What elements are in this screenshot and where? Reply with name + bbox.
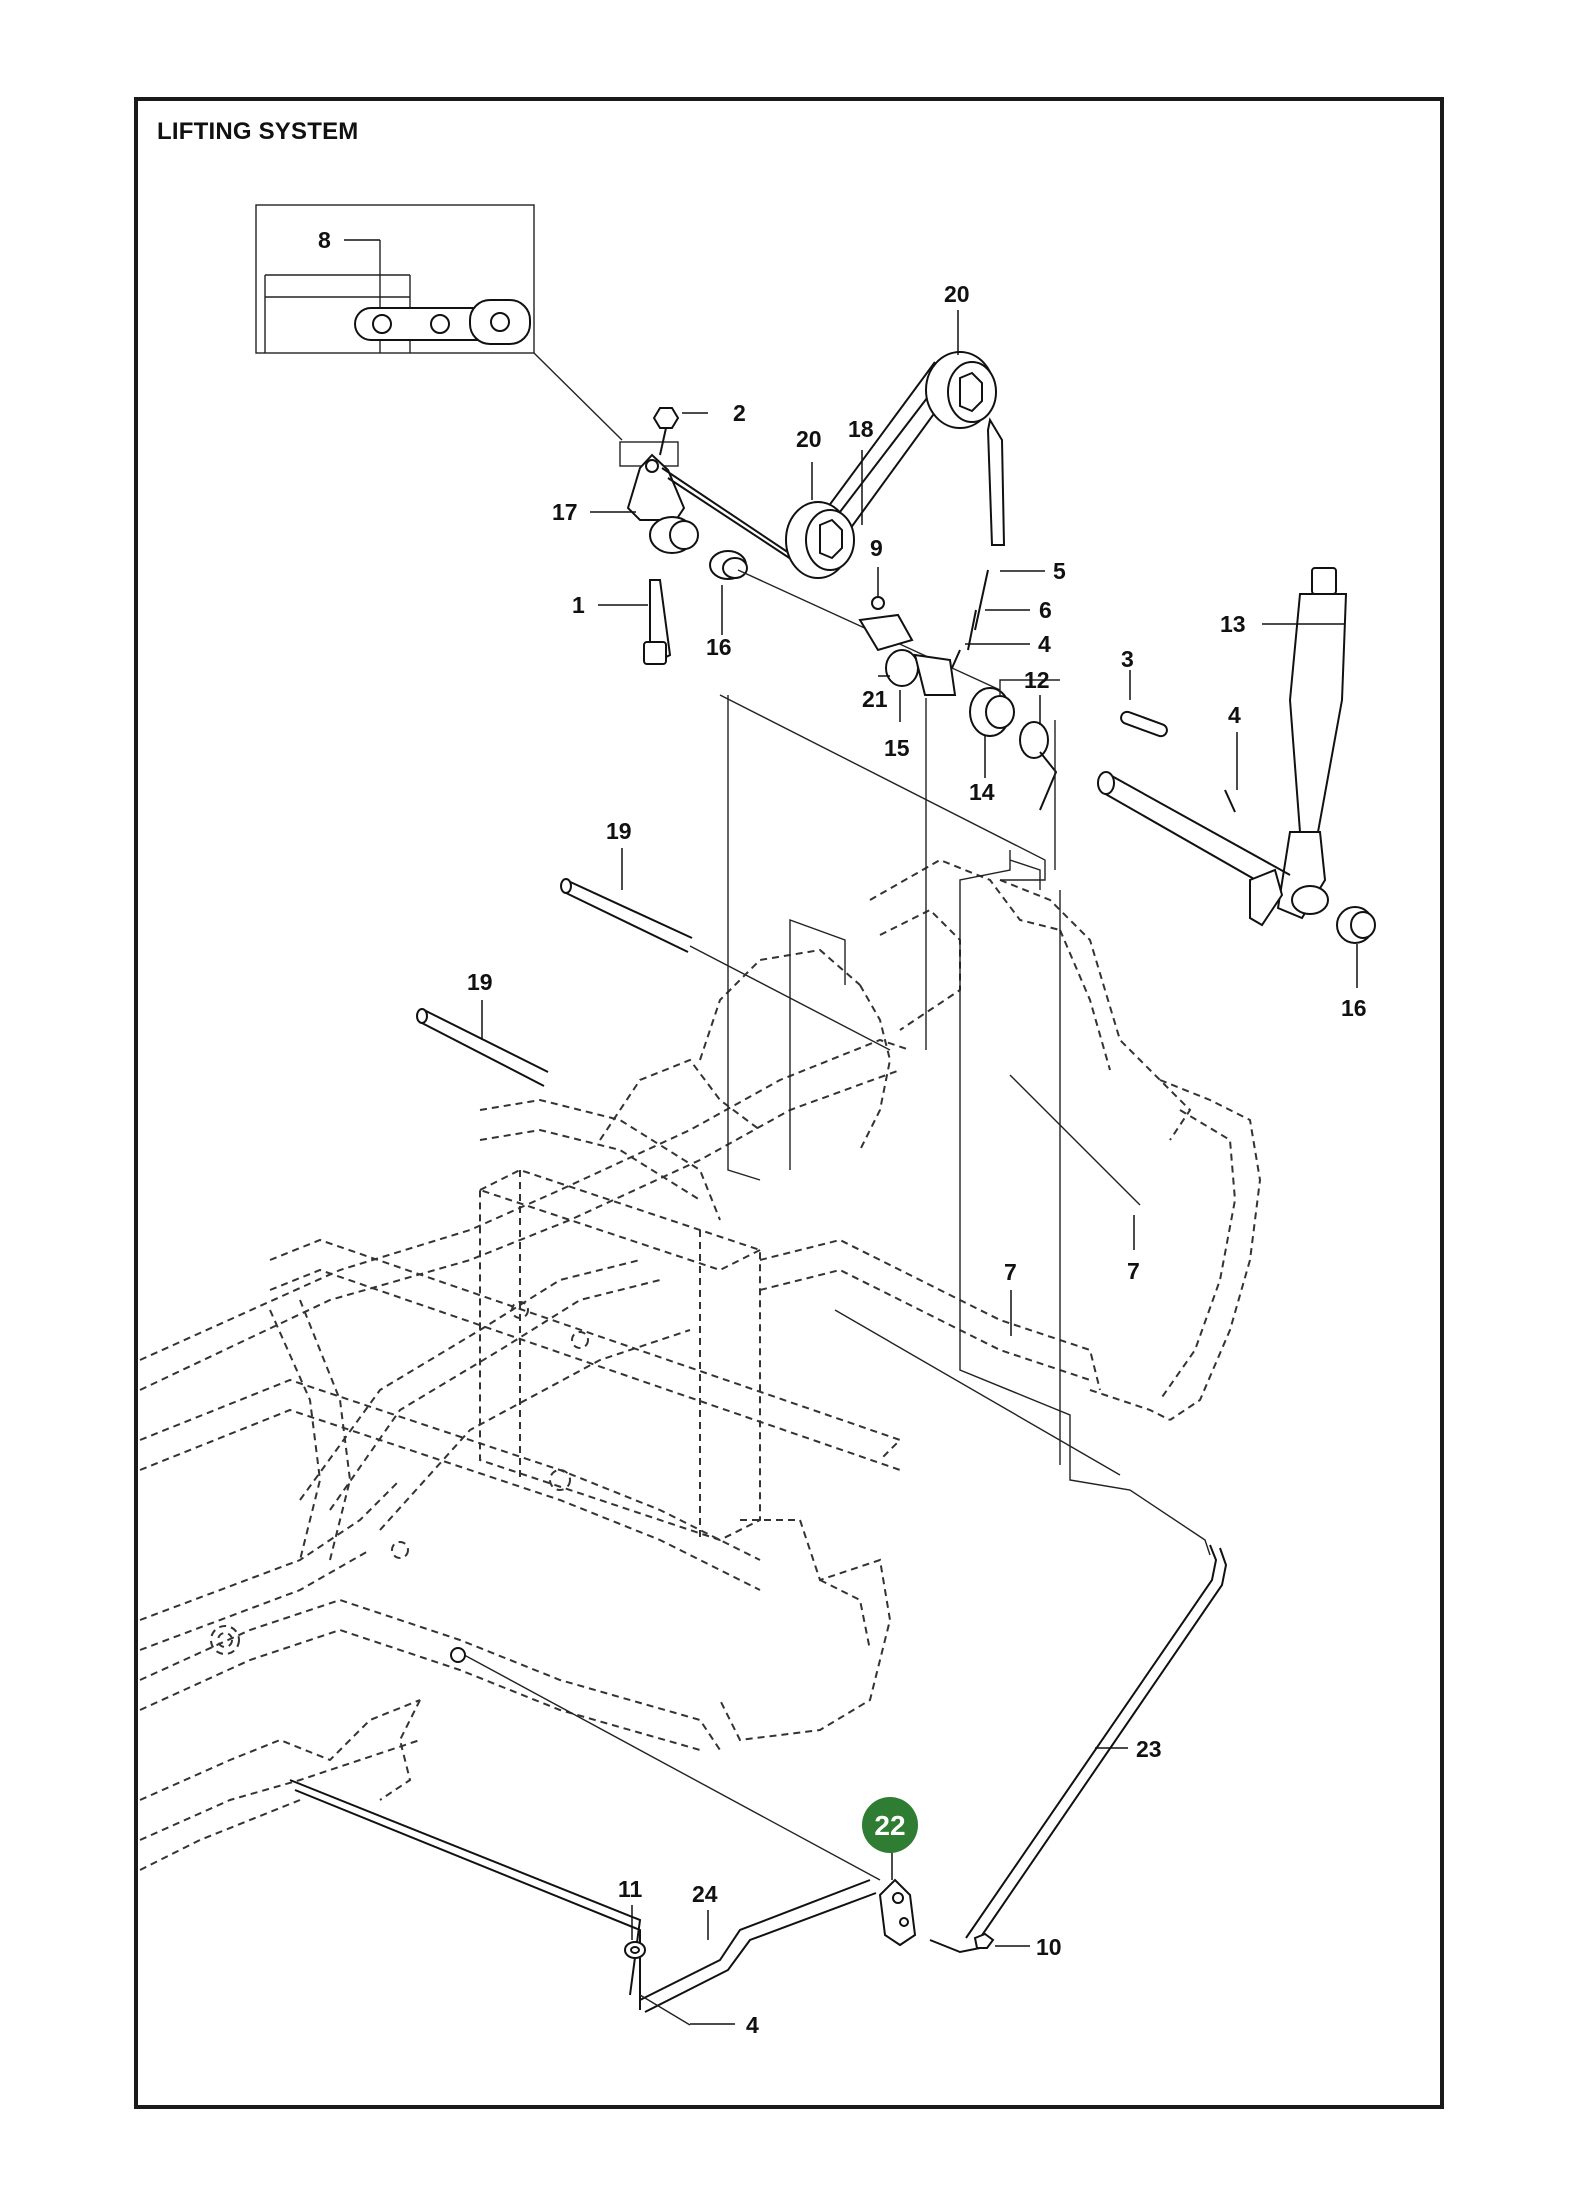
- callout-6: 6: [1039, 597, 1052, 623]
- page-frame: [134, 97, 1444, 2109]
- washer-icon: [624, 1941, 646, 1959]
- highlight-badge: [862, 1797, 918, 1853]
- callout-9: 9: [870, 535, 883, 561]
- callout-10: 10: [1036, 1934, 1062, 1960]
- callout-19-upper: 19: [606, 818, 632, 844]
- callout-18: 18: [848, 416, 874, 442]
- callout-19-lower: 19: [467, 969, 493, 995]
- callout-14: 14: [969, 779, 995, 805]
- diagram-title: LIFTING SYSTEM: [157, 118, 359, 145]
- callout-23: 23: [1136, 1736, 1162, 1762]
- callout-16-top: 16: [706, 634, 732, 660]
- callout-7-right: 7: [1127, 1258, 1140, 1284]
- callout-1: 1: [572, 592, 585, 618]
- chain-link-icon: [354, 299, 531, 345]
- callout-11: 11: [618, 1876, 643, 1902]
- callout-4-upper: 4: [1038, 631, 1051, 657]
- callout-7-left: 7: [1004, 1259, 1017, 1285]
- pulley-assembly: [619, 351, 1058, 811]
- assembly-lines: [719, 679, 1211, 1556]
- leader-lines: [344, 239, 1358, 2025]
- callout-20-top: 20: [944, 281, 970, 307]
- callout-13: 13: [1220, 611, 1246, 637]
- highlight-callout-22: 22: [862, 1797, 918, 1853]
- callout-24: 24: [692, 1881, 718, 1907]
- clip-icon: [973, 1932, 995, 1949]
- callout-17: 17: [552, 499, 578, 525]
- chassis-frame: [139, 858, 1262, 1871]
- highlight-label: 22: [874, 1810, 905, 1841]
- lower-rods: [289, 1544, 1228, 2026]
- inset-detail: [255, 204, 623, 441]
- rods: [416, 878, 891, 1087]
- callout-20-lower: 20: [796, 426, 822, 452]
- callout-21: 21: [862, 686, 888, 712]
- callout-3: 3: [1121, 646, 1134, 672]
- callout-2: 2: [733, 400, 746, 426]
- callout-12: 12: [1024, 667, 1050, 693]
- callout-16-lever: 16: [1341, 995, 1367, 1021]
- callout-4-bottom: 4: [746, 2012, 759, 2038]
- lever-plate-icon: [878, 1878, 917, 1947]
- callouts: 8 20 2 18 20 17 9 5 1 16 6 4 13 21 3 12 …: [318, 227, 1367, 2038]
- callout-15: 15: [884, 735, 910, 761]
- callout-5: 5: [1053, 558, 1066, 584]
- callout-8: 8: [318, 227, 331, 253]
- callout-4-lever: 4: [1228, 702, 1241, 728]
- lift-lever: [1097, 567, 1376, 944]
